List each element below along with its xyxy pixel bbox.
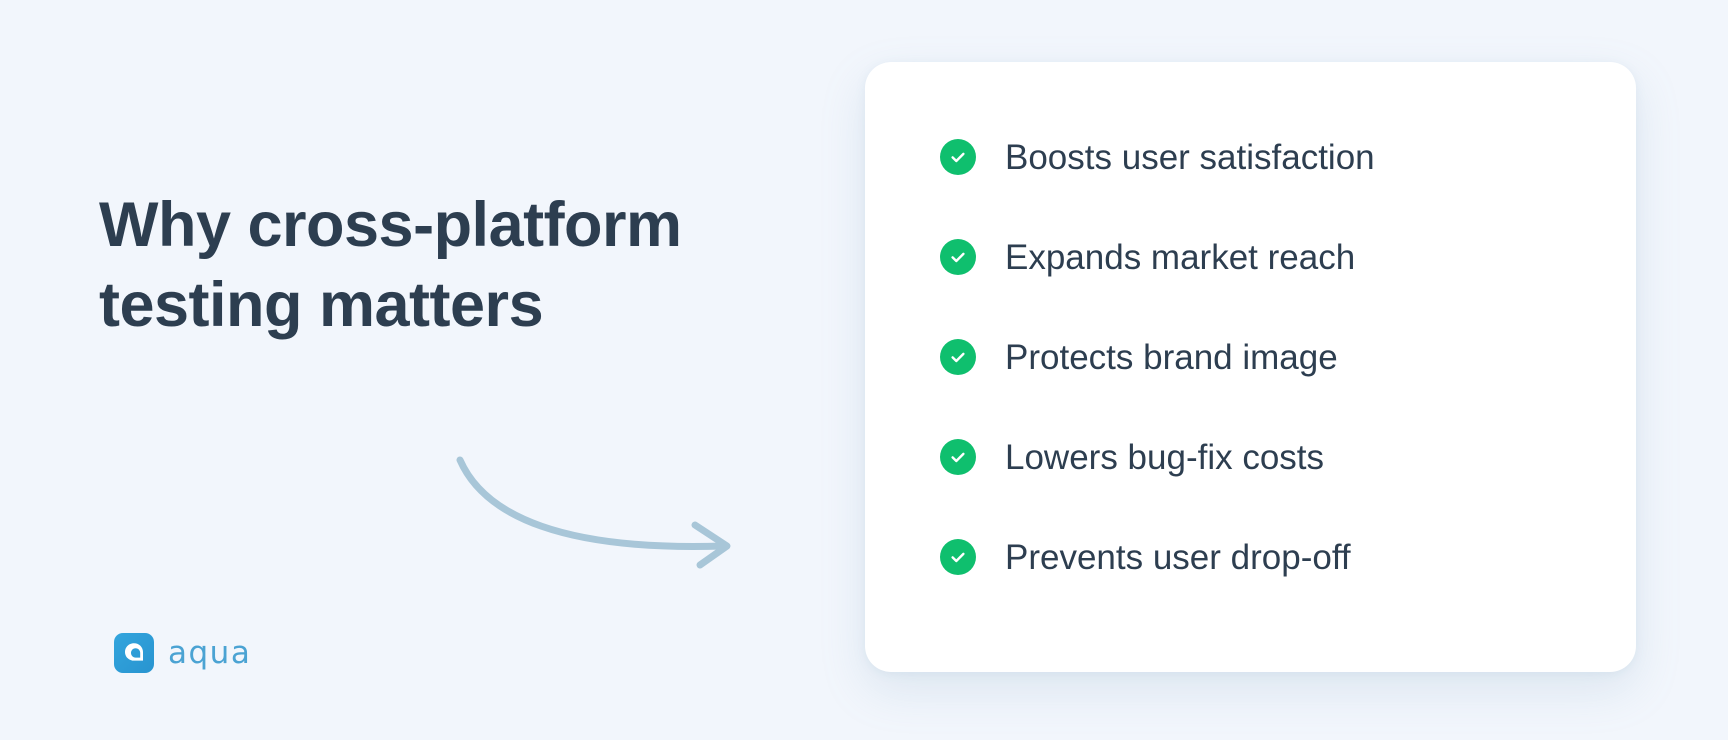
- page-title: Why cross-platform testing matters: [99, 185, 759, 345]
- list-item: Prevents user drop-off: [940, 534, 1636, 580]
- list-item-label: Protects brand image: [1005, 337, 1338, 377]
- aqua-logo-icon: [114, 633, 154, 673]
- brand-logo[interactable]: aqua: [114, 633, 251, 673]
- page-title-line-1: Why cross-platform: [99, 190, 682, 260]
- check-circle-icon: [940, 239, 976, 275]
- check-circle-icon: [940, 539, 976, 575]
- list-item: Expands market reach: [940, 234, 1636, 280]
- brand-name: aqua: [168, 634, 252, 671]
- list-item: Lowers bug-fix costs: [940, 434, 1636, 480]
- check-circle-icon: [940, 139, 976, 175]
- curved-arrow-right-icon: [455, 455, 755, 575]
- list-item: Boosts user satisfaction: [940, 134, 1636, 180]
- list-item-label: Prevents user drop-off: [1005, 537, 1351, 577]
- list-item-label: Lowers bug-fix costs: [1005, 437, 1325, 477]
- list-item: Protects brand image: [940, 334, 1636, 380]
- page-title-line-2: testing matters: [99, 270, 544, 340]
- list-item-label: Expands market reach: [1005, 237, 1356, 277]
- check-circle-icon: [940, 339, 976, 375]
- check-circle-icon: [940, 439, 976, 475]
- left-content-column: Why cross-platform testing matters aqua: [0, 0, 830, 740]
- list-item-label: Boosts user satisfaction: [1005, 137, 1375, 177]
- benefits-card: Boosts user satisfaction Expands market …: [865, 62, 1636, 672]
- benefits-list: Boosts user satisfaction Expands market …: [865, 62, 1636, 672]
